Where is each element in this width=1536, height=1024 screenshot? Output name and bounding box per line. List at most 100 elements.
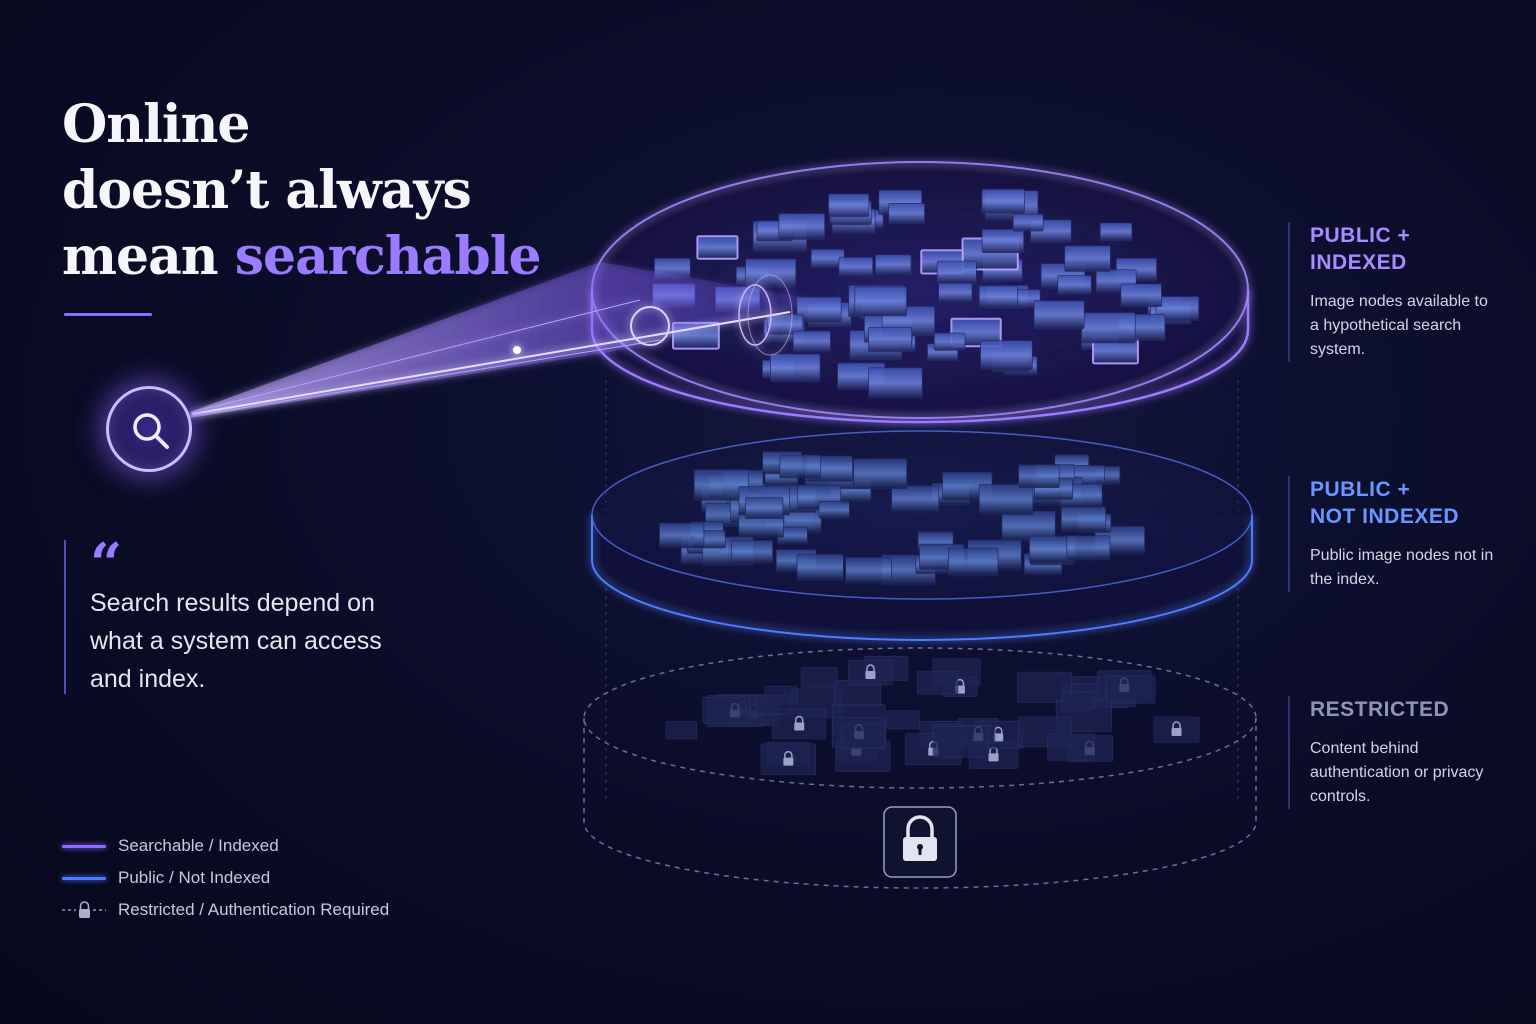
public-image-node	[779, 454, 822, 479]
layer-description: Public image nodes not in the index.	[1310, 547, 1494, 588]
public-image-node	[948, 547, 999, 577]
public-image-node	[818, 500, 850, 519]
lock-icon	[865, 664, 876, 680]
legend-label: Searchable / Indexed	[118, 836, 279, 855]
lock-icon	[794, 715, 805, 731]
indexed-image-node	[828, 193, 870, 217]
indexed-image-node	[778, 213, 826, 240]
indexed-image-node	[980, 340, 1033, 371]
restricted-image-node	[1047, 733, 1095, 761]
legend-lock-icon	[62, 901, 106, 918]
restricted-image-node	[1017, 671, 1072, 703]
public-image-node	[1018, 464, 1060, 488]
page-headline: Online doesn’t always mean searchable	[62, 92, 542, 290]
layer-title-line-1: PUBLIC +	[1310, 224, 1411, 247]
public-image-node	[731, 539, 774, 564]
layer-label-indexed: PUBLIC + INDEXED Image nodes available t…	[1288, 222, 1500, 362]
public-indexed-layer	[590, 161, 1250, 424]
indexed-image-node	[1120, 283, 1162, 307]
lock-icon	[1171, 721, 1182, 737]
indexed-image-node	[1099, 222, 1133, 242]
indexed-image-node	[796, 296, 842, 323]
indexed-image-node	[875, 254, 912, 276]
layer-title-line-2: INDEXED	[1310, 251, 1407, 274]
indexed-image-node	[766, 314, 804, 335]
layer-title-line-2: NOT INDEXED	[1310, 505, 1460, 528]
layer-description: Content behind authentication or privacy…	[1310, 740, 1484, 805]
layer-title-line-1: PUBLIC +	[1310, 478, 1411, 501]
legend-swatch-public	[62, 876, 106, 880]
public-not-indexed-layer	[591, 430, 1253, 641]
search-beam	[190, 262, 820, 418]
indexed-image-node	[1057, 275, 1092, 295]
indexed-image-node	[1081, 312, 1136, 344]
search-badge	[106, 386, 192, 472]
headline-line-1: Online	[62, 94, 251, 155]
indexed-image-node	[938, 282, 973, 303]
indexed-image-node	[936, 260, 977, 284]
layer-title-line-1: RESTRICTED	[1310, 698, 1450, 721]
indexed-image-node	[696, 235, 739, 260]
legend-label: Restricted / Authentication Required	[118, 900, 390, 919]
restricted-image-node	[932, 726, 989, 758]
restricted-layer	[583, 647, 1257, 889]
indexed-image-node	[888, 202, 926, 224]
public-image-node	[659, 522, 705, 549]
public-image-node	[745, 497, 784, 519]
indexed-image-node	[978, 285, 1019, 308]
headline-line-3: mean searchable	[62, 224, 542, 290]
restricted-image-node	[800, 667, 838, 689]
layer-title: RESTRICTED	[1310, 696, 1510, 723]
public-image-node	[978, 483, 1034, 515]
layer-title: PUBLIC + NOT INDEXED	[1310, 476, 1500, 530]
restricted-image-node	[1061, 691, 1096, 711]
legend: Searchable / Indexed Public / Not Indexe…	[62, 830, 389, 926]
legend-label: Public / Not Indexed	[118, 868, 271, 887]
restricted-lock-box	[883, 806, 957, 878]
indexed-image-node	[838, 256, 874, 277]
legend-item-restricted: Restricted / Authentication Required	[62, 894, 389, 926]
indexed-image-node	[770, 353, 821, 383]
quote-text: Search results depend on what a system c…	[90, 589, 382, 693]
headline-line-3-prefix: mean	[62, 226, 235, 287]
indexed-image-node	[868, 326, 913, 352]
restricted-image-node	[886, 710, 920, 730]
headline-accent-word: searchable	[234, 226, 542, 287]
indexed-image-node	[792, 330, 831, 353]
restricted-image-node	[916, 670, 959, 695]
beam-target-ring	[630, 306, 670, 346]
public-image-node	[891, 485, 940, 513]
restricted-image-node	[841, 724, 886, 750]
lock-icon	[783, 750, 794, 766]
restricted-image-node	[702, 696, 750, 724]
indexed-image-node	[1064, 245, 1111, 272]
restricted-image-node	[1106, 675, 1156, 704]
public-image-node	[693, 469, 750, 501]
search-icon	[133, 413, 169, 449]
restricted-image-node	[665, 721, 698, 740]
quote-mark-icon: “	[90, 531, 123, 597]
indexed-image-node	[745, 258, 797, 288]
quote-block: “ Search results depend on what a system…	[64, 534, 426, 694]
layer-label-restricted: RESTRICTED Content behind authentication…	[1288, 696, 1510, 809]
layer-description: Image nodes available to a hypothetical …	[1310, 293, 1488, 358]
indexed-image-node	[981, 228, 1025, 254]
indexed-image-node	[1012, 213, 1044, 232]
indexed-image-node	[981, 188, 1026, 214]
public-image-node	[845, 557, 892, 584]
public-image-node	[853, 458, 908, 489]
indexed-image-node	[854, 286, 907, 317]
layer-title: PUBLIC + INDEXED	[1310, 222, 1500, 276]
public-image-node	[1060, 506, 1107, 532]
indexed-image-node	[933, 332, 966, 351]
legend-item-indexed: Searchable / Indexed	[62, 830, 389, 862]
restricted-image-node	[756, 695, 790, 715]
legend-item-public: Public / Not Indexed	[62, 862, 389, 894]
title-underline	[64, 313, 152, 316]
layer-label-public: PUBLIC + NOT INDEXED Public image nodes …	[1288, 476, 1500, 592]
public-image-node	[796, 553, 844, 581]
legend-swatch-indexed	[62, 844, 106, 848]
public-image-node	[1066, 535, 1111, 561]
indexed-image-node	[1155, 296, 1200, 321]
